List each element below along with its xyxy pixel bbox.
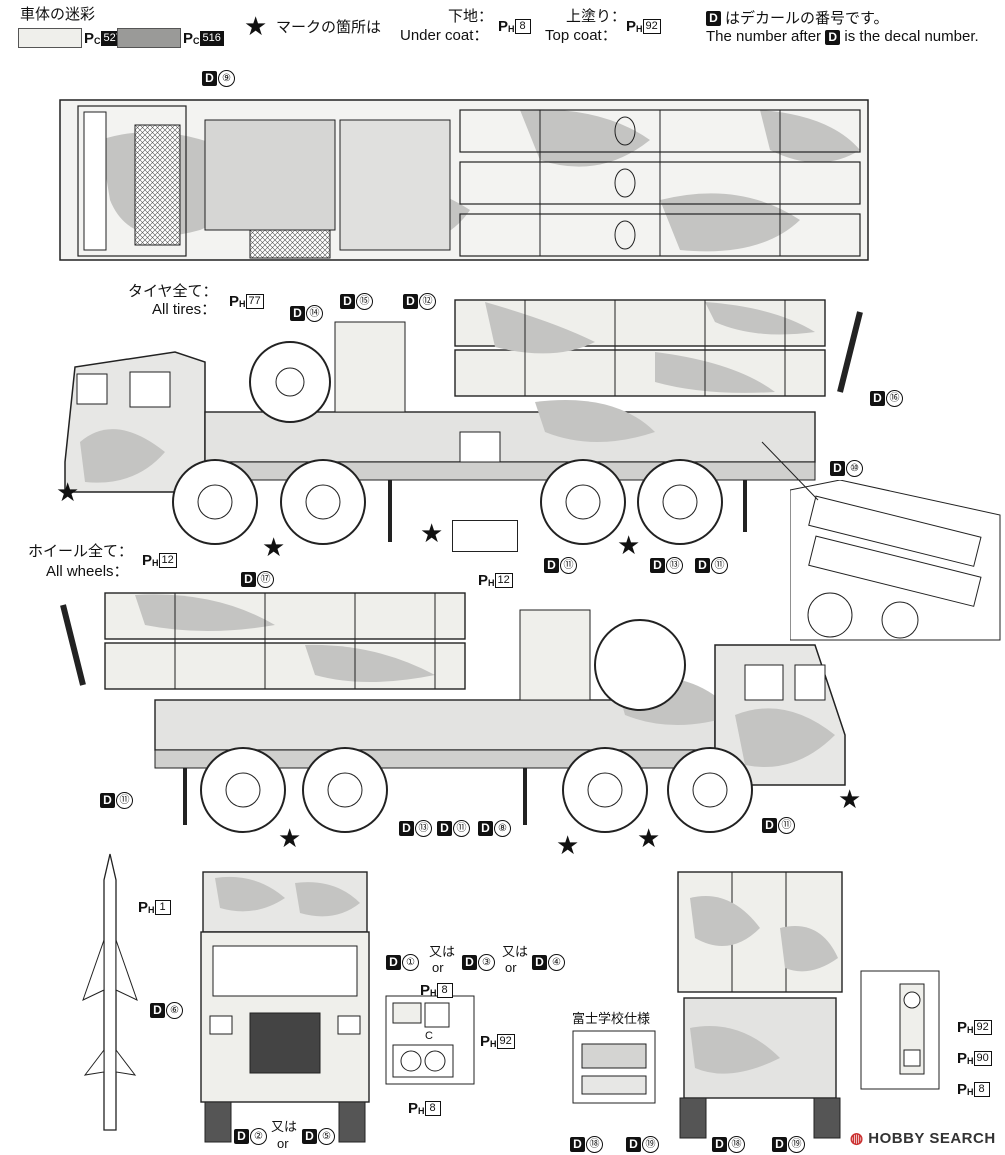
star-legend-text: マークの箇所は xyxy=(276,18,382,36)
star-marker-5: ★ xyxy=(278,824,302,854)
side-panel-part xyxy=(452,520,518,552)
right-side-view-drawing xyxy=(64,299,863,545)
hobby-search-logo-icon: ◍ xyxy=(850,1130,864,1147)
undercoat-en: Under coat： xyxy=(400,27,489,44)
star-marker-1: ★ xyxy=(56,478,80,508)
inset-leader-line xyxy=(761,441,819,501)
camo-swatch-light xyxy=(18,28,82,48)
camo-legend-title: 車体の迷彩 xyxy=(20,5,96,23)
fuji-school-panel xyxy=(572,1030,656,1104)
star-marker-3: ★ xyxy=(420,519,444,549)
or-en-3: or xyxy=(277,1136,289,1151)
tires-en: All tires： xyxy=(152,301,217,318)
front-view-drawing xyxy=(200,871,370,1143)
or-jp-1: 又は xyxy=(429,945,456,960)
or-jp-2: 又は xyxy=(502,945,529,960)
star-marker-6: ★ xyxy=(556,831,580,861)
decal-note-en: The number after D is the decal number. xyxy=(706,28,979,45)
hobby-search-watermark: ◍ HOBBY SEARCH xyxy=(850,1130,996,1147)
or-en-2: or xyxy=(505,960,517,975)
topcoat-jp: 上塗り： xyxy=(566,7,627,25)
left-side-view-drawing xyxy=(60,592,846,833)
rear-view-drawing xyxy=(677,871,843,1139)
detail-inset-drawing xyxy=(790,480,1001,641)
tires-jp: タイヤ全て： xyxy=(128,282,218,300)
or-jp-3: 又は xyxy=(271,1120,298,1135)
star-legend-icon: ★ xyxy=(244,12,268,42)
missile-drawing xyxy=(82,853,138,1131)
fuji-school-label: 富士学校仕様 xyxy=(572,1012,651,1027)
wheels-jp: ホイール全て： xyxy=(28,542,134,560)
front-detail-panel xyxy=(385,995,475,1085)
wheels-en: All wheels： xyxy=(46,563,129,580)
star-marker-8: ★ xyxy=(838,785,862,815)
rear-detail-panel xyxy=(860,970,940,1090)
topcoat-en: Top coat： xyxy=(545,27,617,44)
or-en-1: or xyxy=(432,960,444,975)
star-marker-2: ★ xyxy=(262,533,286,563)
top-view-drawing xyxy=(59,99,869,261)
front-panel-c-marker: C xyxy=(425,1030,433,1042)
undercoat-jp: 下地： xyxy=(448,7,494,25)
camo-swatch-dark xyxy=(117,28,181,48)
star-marker-7: ★ xyxy=(637,824,661,854)
star-marker-4: ★ xyxy=(617,531,641,561)
